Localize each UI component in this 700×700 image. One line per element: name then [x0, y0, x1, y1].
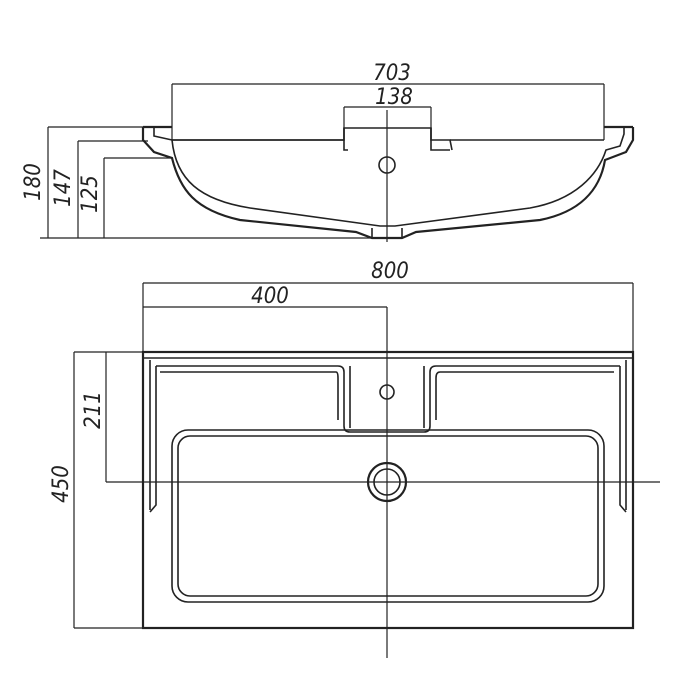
dim-label-138: 138: [375, 85, 413, 110]
tap-hole-section: [378, 156, 396, 174]
dim-label-800: 800: [371, 259, 409, 284]
tap-deck-recess: [349, 366, 425, 428]
tap-deck-right: [430, 128, 450, 151]
basin-outline: [141, 350, 635, 630]
basin-section-inner: [153, 127, 625, 227]
basin-section-outer: [141, 127, 635, 240]
bowl-inner-outline: [177, 435, 599, 597]
side-section-view: 703 138 180 147 125: [21, 61, 635, 242]
dim-label-125: 125: [78, 175, 103, 213]
tap-deck-inner-left: [160, 371, 339, 420]
rim-left-edge: [149, 360, 157, 513]
dim-label-703: 703: [373, 61, 411, 86]
dim-label-400: 400: [251, 284, 289, 309]
dim-label-147: 147: [51, 169, 76, 207]
tap-hole-plan: [379, 384, 395, 400]
dim-label-450: 450: [49, 465, 74, 503]
dim-label-180: 180: [21, 163, 46, 201]
tap-deck-left: [343, 128, 348, 151]
tap-deck-inner-right: [435, 371, 614, 420]
rim-right-edge: [619, 360, 627, 513]
dim-label-211: 211: [81, 391, 106, 429]
drain-inner: [373, 468, 401, 496]
drain-outlet: [371, 228, 403, 238]
plan-view: 800 400 211 450: [49, 259, 660, 658]
tap-deck-outline: [156, 365, 620, 433]
drain-outer: [366, 461, 408, 503]
bowl-outline: [171, 429, 605, 603]
